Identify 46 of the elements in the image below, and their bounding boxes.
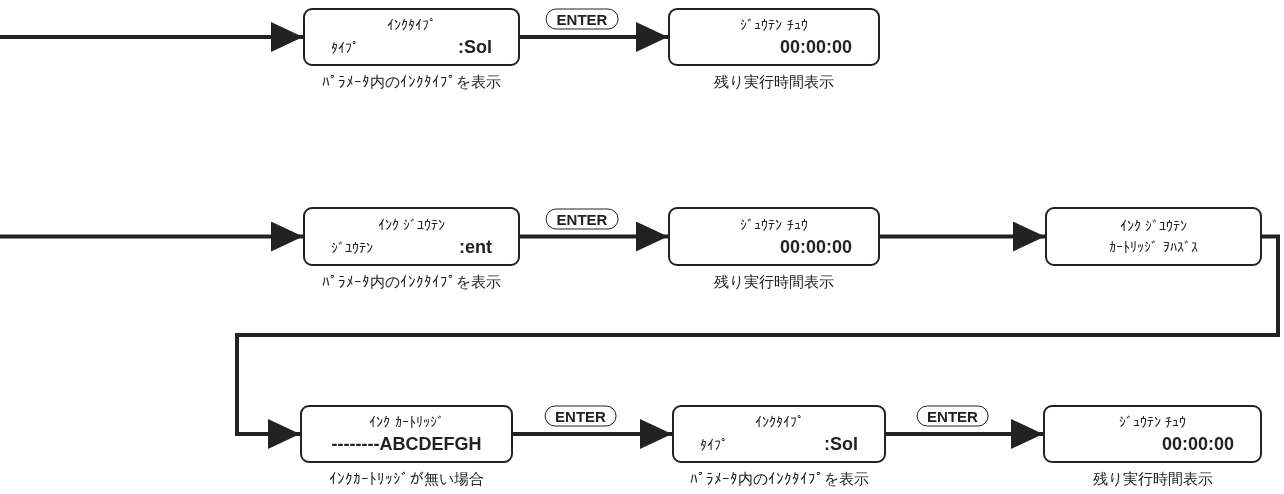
node-label: ﾊﾟﾗﾒｰﾀ内のｲﾝｸﾀｲﾌﾟを表示: [689, 469, 869, 489]
arrow: [0, 221, 303, 252]
arrow: [0, 22, 303, 52]
display-text: :Sol: [824, 433, 858, 455]
display-text: ｼﾞﾕｳﾃﾝ: [331, 238, 373, 258]
arrow: [520, 221, 668, 252]
arrow: [520, 22, 668, 52]
enter-key-label: ENTER: [544, 405, 617, 427]
lcd-display: [668, 8, 880, 66]
display-text: ﾀｲﾌﾟ: [700, 436, 728, 455]
arrow: [235, 234, 1280, 449]
node-label: 残り実行時間表示: [714, 72, 834, 92]
display-text: ｶｰﾄﾘｯｼﾞ ｦﾊｽﾞｽ: [1109, 237, 1198, 257]
display-text: :Sol: [458, 36, 492, 58]
arrow: [880, 221, 1045, 252]
lcd-display: [1043, 405, 1262, 463]
arrow: [886, 419, 1043, 449]
enter-key-label: ENTER: [545, 8, 619, 30]
lcd-display: [303, 8, 520, 66]
enter-key-label: ENTER: [916, 405, 989, 427]
node-label: ﾊﾟﾗﾒｰﾀ内のｲﾝｸﾀｲﾌﾟを表示: [322, 272, 501, 292]
node-label: ﾊﾟﾗﾒｰﾀ内のｲﾝｸﾀｲﾌﾟを表示: [322, 72, 501, 92]
node-label: 残り実行時間表示: [1092, 469, 1213, 489]
lcd-display: [672, 405, 886, 463]
display-text: ｲﾝｸ ｶｰﾄﾘｯｼﾞ: [368, 413, 445, 431]
display-text: ｲﾝｸﾀｲﾌﾟ: [753, 413, 805, 431]
display-text: :ent: [459, 235, 492, 258]
display-text: ｲﾝｸ ｼﾞﾕｳﾃﾝ: [1118, 216, 1189, 235]
lcd-display: [303, 207, 520, 266]
display-text: 00:00:00: [779, 36, 852, 58]
display-text: ｼﾞｭｳﾃﾝ ﾁｭｳ: [739, 16, 809, 34]
node-label: 残り実行時間表示: [714, 272, 834, 292]
node-label: ｲﾝｸｶｰﾄﾘｯｼﾞが無い場合: [329, 469, 484, 489]
display-text: --------ABCDEFGH: [331, 433, 482, 455]
display-text: ｼﾞｭｳﾃﾝ ﾁｭｳ: [1117, 413, 1188, 431]
lcd-display: [668, 207, 880, 266]
lcd-display: [1045, 207, 1262, 266]
display-text: 00:00:00: [1161, 433, 1234, 455]
lcd-display: [300, 405, 513, 463]
arrow: [513, 419, 672, 449]
display-text: ｲﾝｸﾀｲﾌﾟ: [386, 16, 437, 34]
display-text: ﾀｲﾌﾟ: [331, 39, 359, 58]
enter-key-label: ENTER: [545, 208, 619, 229]
display-text: ｼﾞｭｳﾃﾝ ﾁｭｳ: [739, 215, 809, 234]
display-text: ｲﾝｸ ｼﾞﾕｳﾃﾝ: [376, 215, 447, 234]
display-text: 00:00:00: [779, 235, 852, 258]
